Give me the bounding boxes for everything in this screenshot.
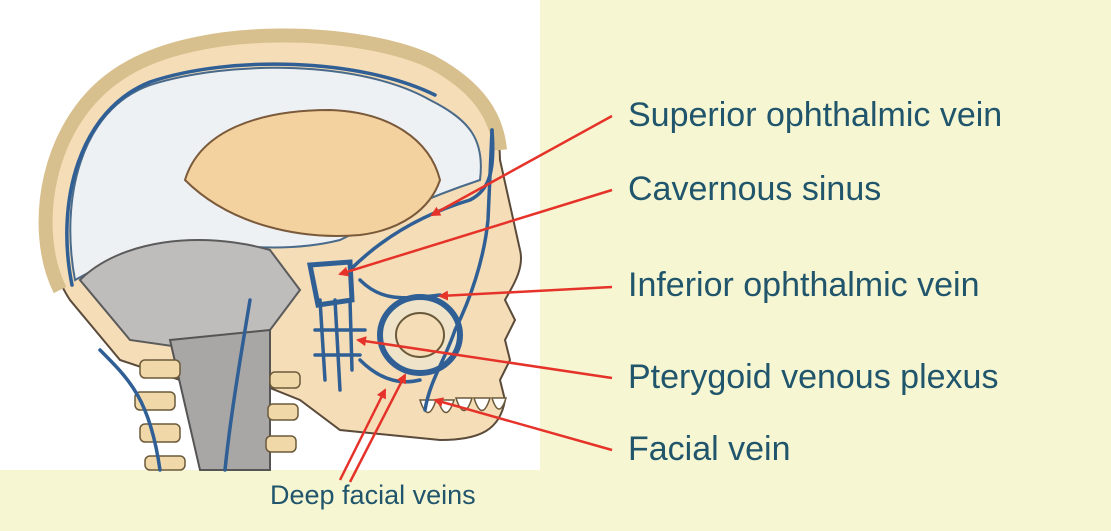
arrow-pterygoid-venous-plexus	[356, 336, 613, 380]
inferior-ophthalmic-vein-path	[358, 278, 442, 300]
pterygoid-plexus-1	[313, 298, 367, 392]
deep-facial-vein-path	[358, 358, 422, 384]
label-cavernous-sinus: Cavernous sinus	[628, 170, 882, 208]
bottom-strip-background	[0, 470, 1111, 531]
arrow-deep-facial-veins-1	[338, 388, 387, 481]
right-panel-background	[540, 0, 1111, 531]
label-facial-vein: Facial vein	[628, 430, 791, 468]
label-superior-ophthalmic-vein: Superior ophthalmic vein	[628, 96, 1003, 134]
arrow-inferior-ophthalmic-vein	[438, 285, 613, 301]
arrow-deep-facial-veins-2	[348, 373, 407, 483]
skull-drawing	[38, 28, 522, 471]
pointer-arrows	[338, 114, 613, 483]
skull-shell	[38, 28, 507, 294]
sigmoid-path	[98, 348, 162, 472]
orbit-inner	[395, 312, 445, 358]
arrow-cavernous-sinus	[338, 188, 613, 277]
jugular-path	[223, 298, 252, 472]
cavernous-sinus-plexus	[306, 259, 355, 308]
veins	[65, 62, 495, 472]
arrow-superior-ophthalmic-vein	[430, 114, 613, 217]
facial-vein-path	[423, 128, 494, 412]
anterior-fossa	[183, 108, 442, 237]
label-pterygoid-venous-plexus: Pterygoid venous plexus	[628, 358, 999, 396]
label-inferior-ophthalmic-vein: Inferior ophthalmic vein	[628, 266, 980, 304]
brainstem	[168, 328, 271, 471]
superior-sagittal-sinus	[65, 62, 437, 287]
arrow-facial-vein	[433, 397, 613, 452]
label-deep-facial-veins: Deep facial veins	[270, 480, 476, 510]
